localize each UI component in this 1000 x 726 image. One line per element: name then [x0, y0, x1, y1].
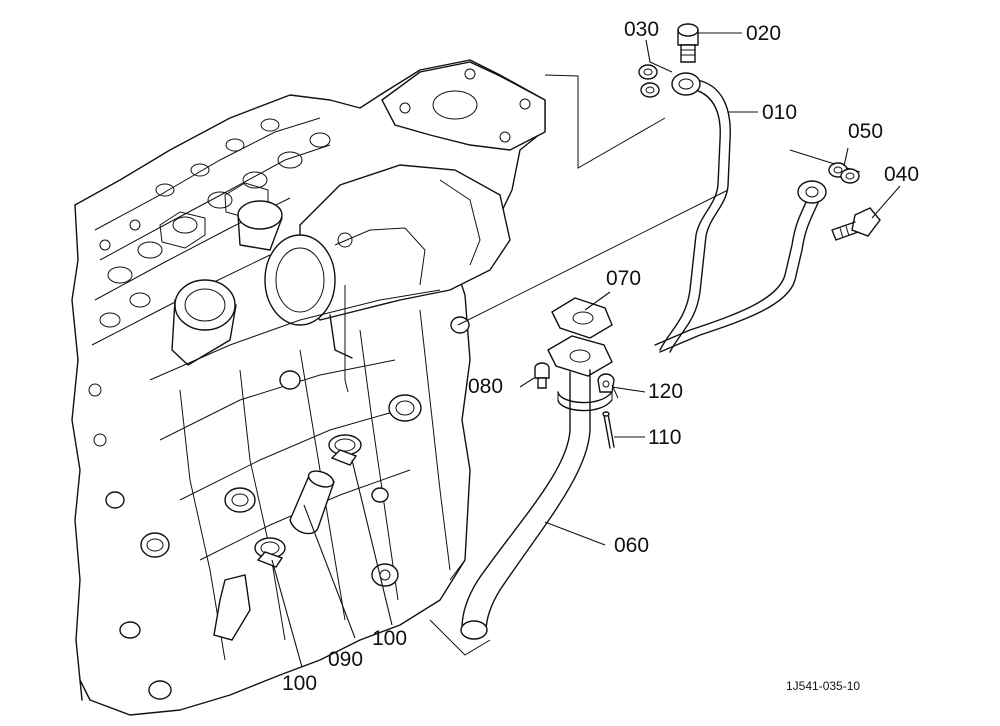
gasket-070 — [551, 297, 613, 339]
callout-110: 110 — [648, 426, 681, 449]
callout-020: 020 — [746, 22, 781, 45]
callout-100-lower: 100 — [282, 672, 317, 695]
gasket-050 — [828, 162, 860, 184]
callout-050: 050 — [848, 120, 883, 143]
bolt-080 — [534, 362, 550, 389]
banjo-bolt-020 — [677, 23, 699, 63]
callout-labels: 020 030 010 050 040 070 080 120 110 060 … — [282, 18, 919, 695]
oil-pipe-010 — [659, 72, 731, 353]
callout-040: 040 — [884, 163, 919, 186]
hose-clamp-100-upper — [328, 434, 362, 466]
callout-100-upper: 100 — [372, 627, 407, 650]
callout-090: 090 — [328, 648, 363, 671]
leader-lines — [271, 32, 901, 668]
callout-030: 030 — [624, 18, 659, 41]
clamp-120 — [597, 373, 619, 399]
hose-clamp-100-lower — [254, 537, 286, 568]
callout-070: 070 — [606, 267, 641, 290]
drawing-number: 1J541-035-10 — [786, 679, 860, 693]
pin-110 — [602, 411, 615, 449]
callout-080: 080 — [468, 375, 503, 398]
oil-pipe-branch — [654, 180, 827, 353]
reference-lines — [344, 74, 861, 656]
hose-090 — [289, 470, 335, 535]
bolt-040 — [831, 207, 881, 241]
callout-120: 120 — [648, 380, 683, 403]
callout-010: 010 — [762, 101, 797, 124]
oil-return-pipe-060 — [460, 335, 613, 640]
engine-block — [71, 59, 546, 716]
gasket-030 — [638, 64, 660, 98]
callout-060: 060 — [614, 534, 649, 557]
